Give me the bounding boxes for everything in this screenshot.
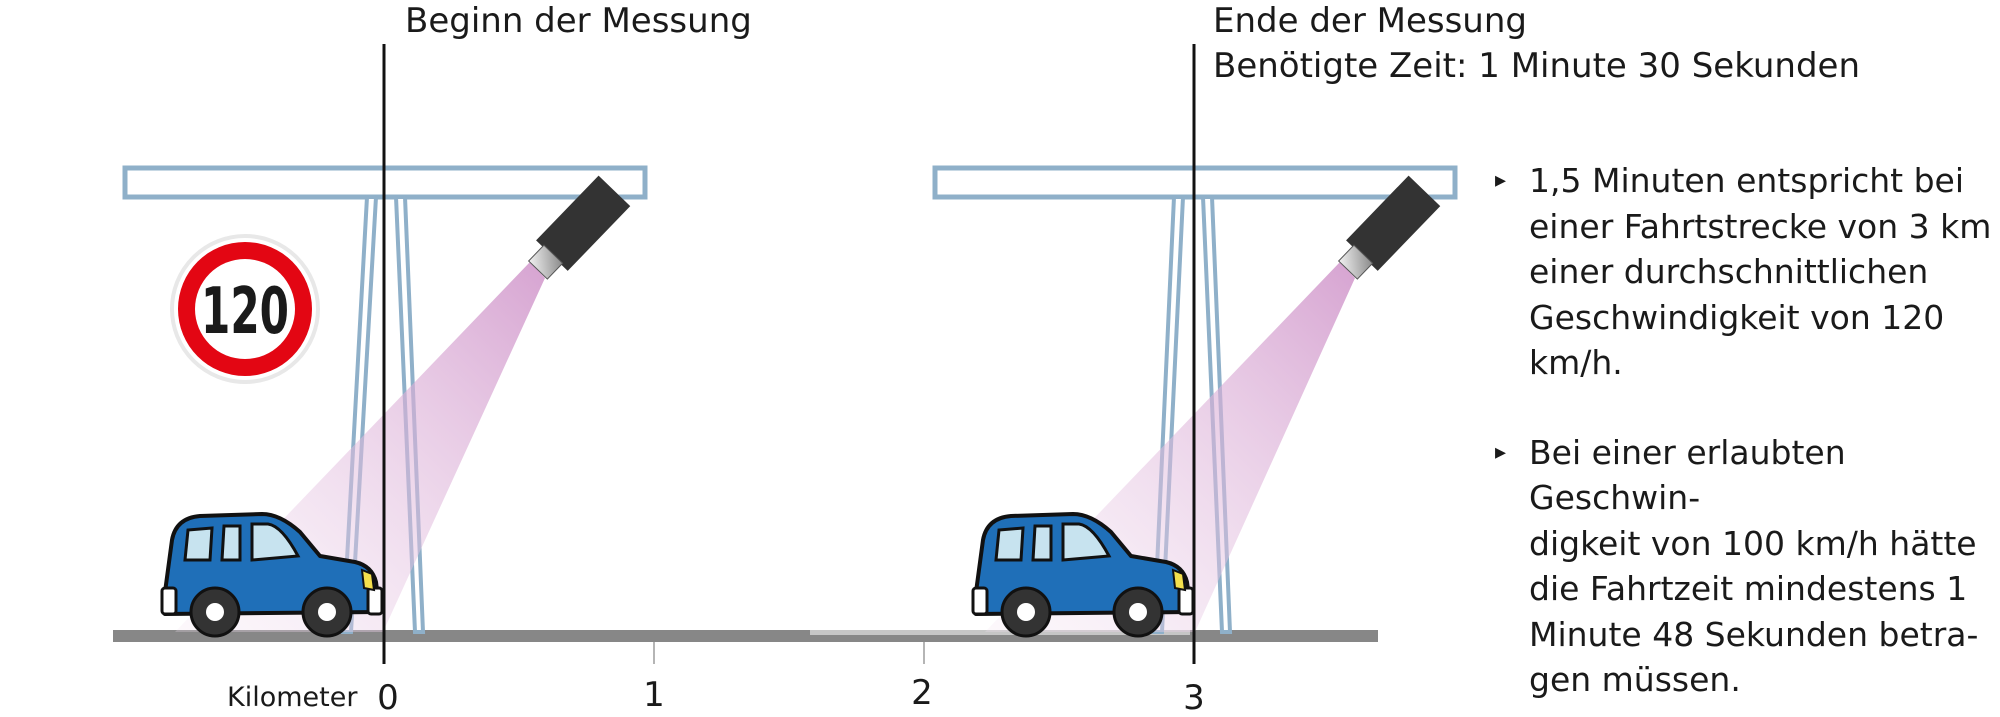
axis-tick-label-0: 0 [377,678,399,717]
camera-end-icon [1337,175,1441,280]
speed-limit-sign: 120 [170,234,320,384]
camera-start-icon [527,175,631,280]
note-item: ▸ Bei einer erlaubten Geschwin- digkeit … [1493,430,1998,703]
end-label: Ende der Messung [1213,1,1527,41]
bullet-triangle-icon: ▸ [1495,439,1507,465]
note-text: Bei einer erlaubten Geschwin- digkeit vo… [1529,432,1979,700]
axis-tick-label-3: 3 [1183,678,1205,717]
note-text: 1,5 Minuten entspricht bei einer Fahrtst… [1529,161,1992,382]
axis-tick-label-1: 1 [643,675,665,715]
start-label: Beginn der Messung [405,1,752,41]
axis-tick-label-2: 2 [911,673,933,713]
notes-panel: ▸ 1,5 Minuten entspricht bei einer Fahrt… [1493,158,1998,703]
car-end-icon [971,512,1195,638]
car-start-icon [160,512,384,638]
speed-limit-value: 120 [201,275,289,349]
axis-caption: Kilometer [227,682,358,713]
road-highlight [810,630,1190,635]
bullet-triangle-icon: ▸ [1495,168,1507,193]
time-label: Benötigte Zeit: 1 Minute 30 Sekunden [1213,46,1860,86]
note-item: ▸ 1,5 Minuten entspricht bei einer Fahrt… [1493,158,1998,386]
